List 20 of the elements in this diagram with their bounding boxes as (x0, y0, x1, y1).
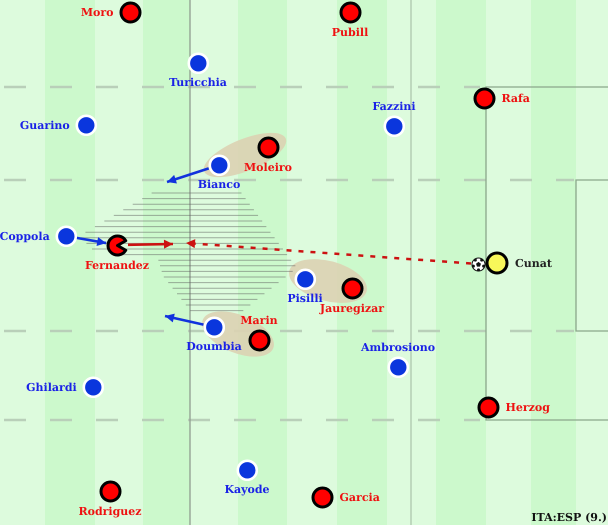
player-name: Coppola (0, 230, 50, 242)
player-name: Doumbia (186, 340, 242, 354)
player-name: Garcia (340, 490, 380, 504)
player-name: Bianco (198, 178, 240, 192)
player-name: Ambrosiono (360, 340, 436, 354)
player-name: Moleiro (244, 160, 292, 174)
player-name: Moro (80, 6, 114, 18)
player-name: Cunat (515, 256, 552, 270)
player-name: Herzog (506, 400, 550, 414)
player-name: Pubill (332, 26, 368, 38)
player-name: Guarino (20, 118, 70, 132)
match-note: ITA:ESP (9.) (531, 511, 607, 524)
player-name: Turicchia (169, 76, 227, 90)
player-name: Marin (240, 314, 278, 326)
player-name: Ghilardi (26, 380, 77, 394)
player-name: Rodriguez (78, 504, 142, 518)
player-name: Rafa (502, 92, 530, 104)
player-name: Fazzini (372, 100, 416, 113)
player-name: Kayode (224, 483, 270, 496)
player-name: Fernandez (84, 258, 150, 272)
